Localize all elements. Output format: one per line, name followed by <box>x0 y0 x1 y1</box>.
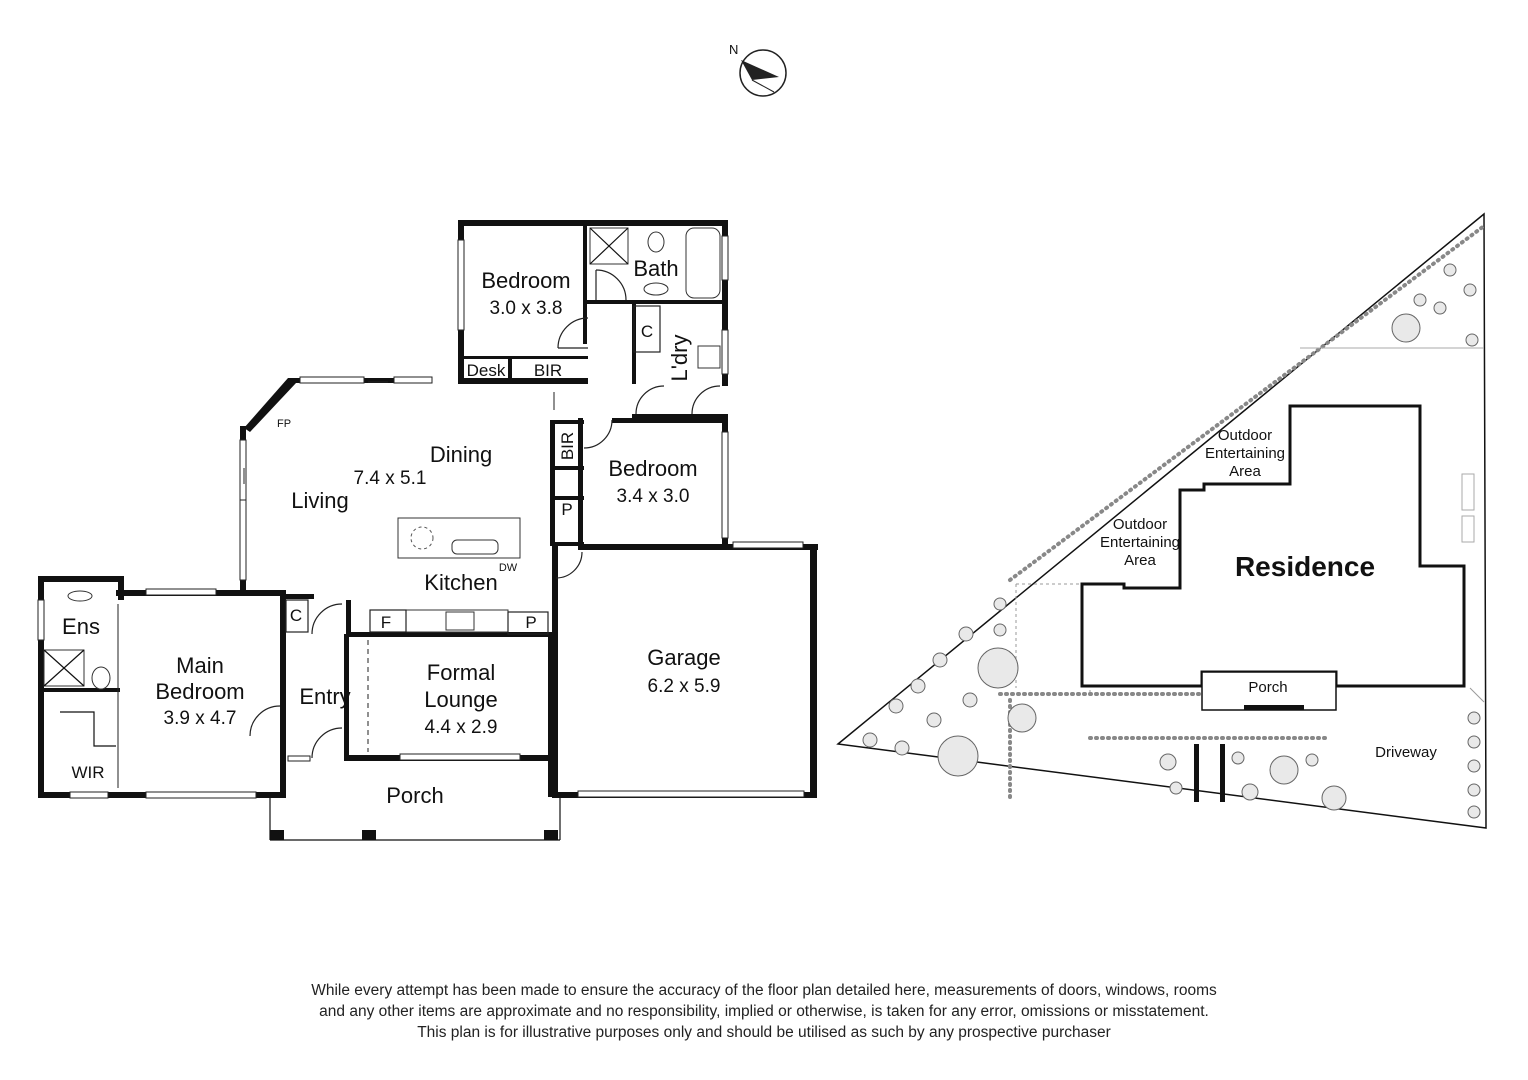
room-name-bedroom-top: Bedroom <box>481 268 570 293</box>
label-line: Outdoor <box>1218 427 1272 444</box>
bathtub-icon <box>685 227 721 299</box>
fixture-fridge: F <box>381 613 391 632</box>
label-line: Area <box>1229 463 1261 480</box>
site-porch-label: Porch <box>1248 679 1287 696</box>
windows <box>37 235 805 799</box>
disclaimer: While every attempt has been made to ens… <box>0 980 1528 1043</box>
fixture-bir-side: BIR <box>558 432 577 460</box>
site-driveway-label: Driveway <box>1375 744 1437 761</box>
cooktop-icon <box>445 611 475 631</box>
floor-plan-labels: Bedroom 3.0 x 3.8 Bath L'dry Bedroom 3.4… <box>62 256 721 808</box>
fixture-bir-top: BIR <box>534 361 562 380</box>
room-name-wir: WIR <box>71 763 104 782</box>
disclaimer-line: and any other items are approximate and … <box>319 1003 1209 1020</box>
fixture-fireplace: FP <box>277 418 291 430</box>
room-name-entry: Entry <box>299 684 350 709</box>
fixture-desk: Desk <box>467 361 506 380</box>
disclaimer-line: While every attempt has been made to ens… <box>311 982 1217 999</box>
compass-north-label: N <box>729 42 738 57</box>
room-name-dining: Dining <box>430 442 492 467</box>
room-name-porch: Porch <box>386 783 443 808</box>
compass: N <box>729 42 787 97</box>
room-name-laundry: L'dry <box>667 335 692 382</box>
room-size-living-dining: 7.4 x 5.1 <box>354 468 427 489</box>
compass-needle-icon <box>741 60 779 80</box>
compass-tail <box>751 79 775 93</box>
room-size-main-bedroom: 3.9 x 4.7 <box>164 708 237 729</box>
room-name-living: Living <box>291 488 348 513</box>
label-line: Entertaining <box>1205 445 1285 462</box>
room-name-ensuite: Ens <box>62 614 100 639</box>
fixture-pantry-kitchen: P <box>525 613 536 632</box>
room-name-bedroom-mid: Bedroom <box>608 456 697 481</box>
room-name-kitchen: Kitchen <box>424 570 497 595</box>
toilet-icon <box>647 231 665 253</box>
boundary-hedge <box>1008 224 1486 582</box>
room-size-formal-lounge: 4.4 x 2.9 <box>425 717 498 738</box>
room-name-bath: Bath <box>633 256 678 281</box>
room-name-garage: Garage <box>647 645 720 670</box>
basin-icon <box>643 282 669 296</box>
label-line: Area <box>1124 552 1156 569</box>
label-line: Outdoor <box>1113 516 1167 533</box>
site-vegetation <box>862 263 1481 819</box>
label-line: Formal <box>427 660 495 685</box>
label-line: Bedroom <box>155 679 244 704</box>
label-line: Entertaining <box>1100 534 1180 551</box>
site-residence-label: Residence <box>1235 551 1375 582</box>
room-size-garage: 6.2 x 5.9 <box>648 676 721 697</box>
laundry-tub-icon <box>697 345 721 369</box>
disclaimer-line: This plan is for illustrative purposes o… <box>417 1024 1111 1041</box>
room-size-bedroom-top: 3.0 x 3.8 <box>490 298 563 319</box>
fixture-pantry-side: P <box>561 500 572 519</box>
fixture-cupboard-laundry: C <box>641 322 653 341</box>
room-size-bedroom-mid: 3.4 x 3.0 <box>617 486 690 507</box>
fixtures <box>43 227 721 788</box>
label-line: Lounge <box>424 687 497 712</box>
site-porch <box>1201 671 1337 711</box>
double-sink-icon <box>451 539 499 555</box>
sink-round-icon <box>410 526 434 550</box>
ensuite-basin-icon <box>67 590 93 602</box>
fixture-dishwasher: DW <box>499 562 518 574</box>
wardrobe-rail <box>60 711 116 747</box>
fixture-cupboard-entry: C <box>290 606 302 625</box>
ensuite-toilet-icon <box>91 666 111 690</box>
label-line: Main <box>176 653 224 678</box>
doors <box>249 269 721 759</box>
site-boundary <box>836 212 1487 829</box>
